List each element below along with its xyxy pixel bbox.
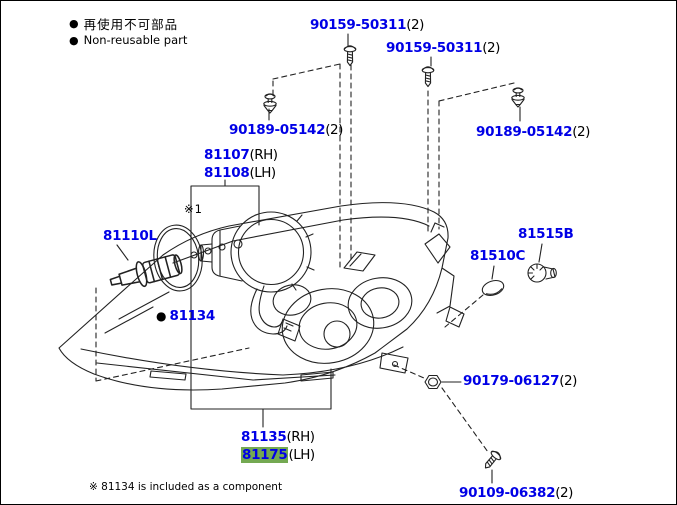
part-label-90109-06382: 90109-06382(2) xyxy=(459,484,573,502)
part-qty: (2) xyxy=(406,17,424,33)
part-label-90159-50311: 90159-50311(2) xyxy=(386,39,500,57)
part-number-link[interactable]: 90109-06382 xyxy=(459,485,556,501)
part-number-link[interactable]: 90159-50311 xyxy=(310,17,407,33)
footnote: ※ 81134 is included as a component xyxy=(89,481,283,493)
dashed-leader-lines xyxy=(95,63,515,453)
part-label-81510C: 81510C xyxy=(470,247,525,265)
part-number-link[interactable]: 81107 xyxy=(204,147,250,163)
part-number-link[interactable]: 90179-06127 xyxy=(463,373,560,389)
part-number-link[interactable]: 90189-05142 xyxy=(476,124,573,140)
part-qty: (2) xyxy=(559,373,577,389)
part-number-link[interactable]: 81135 xyxy=(241,429,287,445)
cap-drawing[interactable] xyxy=(480,278,505,298)
non-reusable-bullet-icon: ● xyxy=(69,33,79,47)
legend: ● 再使用不可部品 ● Non-reusable part xyxy=(69,14,187,47)
part-side: (RH) xyxy=(286,429,315,445)
part-label-81107-81108: 81107(RH) 81108(LH) xyxy=(204,146,278,181)
screw-icon[interactable] xyxy=(480,448,504,473)
part-qty: (2) xyxy=(482,40,500,56)
part-side: (LH) xyxy=(288,446,315,463)
clip-icon[interactable] xyxy=(511,87,525,108)
screw-icon[interactable] xyxy=(343,45,357,67)
socket-drawing[interactable] xyxy=(527,263,557,283)
part-number-link[interactable]: 81110L xyxy=(103,228,157,244)
part-qty: (2) xyxy=(555,485,573,501)
part-label-90189-05142: 90189-05142(2) xyxy=(229,121,343,139)
screw-icon[interactable] xyxy=(421,66,435,88)
part-number-link[interactable]: 81134 xyxy=(169,308,215,324)
part-number-link[interactable]: 81510C xyxy=(470,248,526,264)
part-qty: (2) xyxy=(572,124,590,140)
part-label-81110L: 81110L xyxy=(103,227,157,245)
igniter-unit-drawing[interactable] xyxy=(197,211,315,342)
legend-text-jp: 再使用不可部品 xyxy=(83,17,179,32)
part-label-81135-81175: 81135(RH) 81175(LH) xyxy=(241,428,315,463)
non-reusable-bullet-icon: ● xyxy=(69,17,79,30)
part-number-link[interactable]: 90159-50311 xyxy=(386,40,483,56)
part-label-81515B: 81515B xyxy=(518,225,574,243)
footnote-ref-1: ※1 xyxy=(184,202,203,216)
bulb-drawing[interactable] xyxy=(108,251,184,294)
legend-text-en: Non-reusable part xyxy=(83,33,188,47)
part-label-90159-50311: 90159-50311(2) xyxy=(310,16,424,34)
part-label-90189-05142: 90189-05142(2) xyxy=(476,123,590,141)
part-number-link[interactable]: 90189-05142 xyxy=(229,122,326,138)
part-label-81134: ●81134 xyxy=(156,307,215,325)
part-side: (RH) xyxy=(249,147,278,163)
nut-icon[interactable] xyxy=(424,374,442,390)
part-number-link[interactable]: 81515B xyxy=(518,226,574,242)
clip-icon[interactable] xyxy=(263,93,277,114)
part-number-link-highlighted[interactable]: 81175 xyxy=(241,446,289,463)
part-side: (LH) xyxy=(249,164,276,181)
part-qty: (2) xyxy=(325,122,343,138)
part-number-link[interactable]: 81108 xyxy=(204,164,250,181)
label-leader-lines xyxy=(116,33,543,484)
part-label-90179-06127: 90179-06127(2) xyxy=(463,372,577,390)
headlamp-drawing[interactable] xyxy=(58,202,465,391)
non-reusable-bullet-icon: ● xyxy=(156,309,167,323)
